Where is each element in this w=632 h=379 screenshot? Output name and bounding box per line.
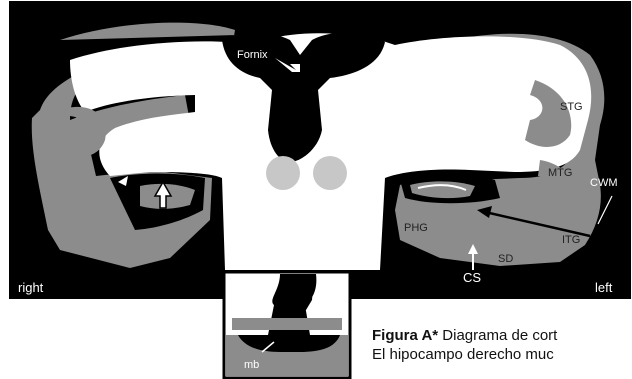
label-fornix: Fornix	[237, 49, 268, 61]
label-mtg: MTG	[548, 167, 572, 179]
caption-line-2: El hipocampo derecho muc	[372, 345, 632, 364]
caption-bold: Figura A*	[372, 327, 438, 344]
label-itg: ITG	[562, 234, 580, 246]
label-left: left	[595, 280, 613, 295]
label-mb: mb	[244, 359, 259, 371]
caption-line-1: Figura A* Diagrama de cort	[372, 326, 632, 345]
label-cs: CS	[463, 270, 481, 285]
label-right: right	[18, 280, 44, 295]
label-sd: SD	[498, 253, 513, 265]
nucleus-left	[266, 156, 300, 190]
inset-black-column	[282, 274, 314, 310]
label-cwm: CWM	[590, 177, 618, 189]
caption-line-1-text: Diagrama de cort	[438, 327, 557, 344]
figure-caption: Figura A* Diagrama de cort El hipocampo …	[372, 326, 632, 364]
label-stg: STG	[560, 101, 583, 113]
inset-gray-mid	[232, 318, 342, 330]
label-phg: PHG	[404, 222, 428, 234]
nucleus-right	[313, 156, 347, 190]
